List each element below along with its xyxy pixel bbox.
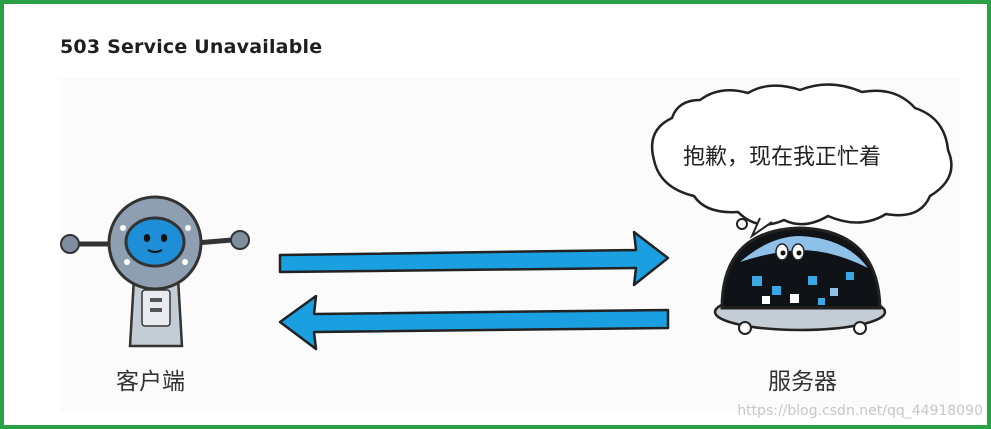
response-arrow xyxy=(278,294,670,351)
robot-client-icon xyxy=(60,195,250,348)
speech-text: 抱歉，现在我正忙着 xyxy=(683,145,881,170)
watermark-text: https://blog.csdn.net/qq_44918090 xyxy=(737,403,983,419)
server-label: 服务器 xyxy=(768,369,837,395)
figure-title: 503 Service Unavailable xyxy=(60,36,323,58)
client-label: 客户端 xyxy=(116,369,185,395)
speech-bubble: 抱歉，现在我正忙着 xyxy=(650,83,953,239)
dome-server-icon xyxy=(713,226,887,335)
request-arrow xyxy=(278,230,670,287)
